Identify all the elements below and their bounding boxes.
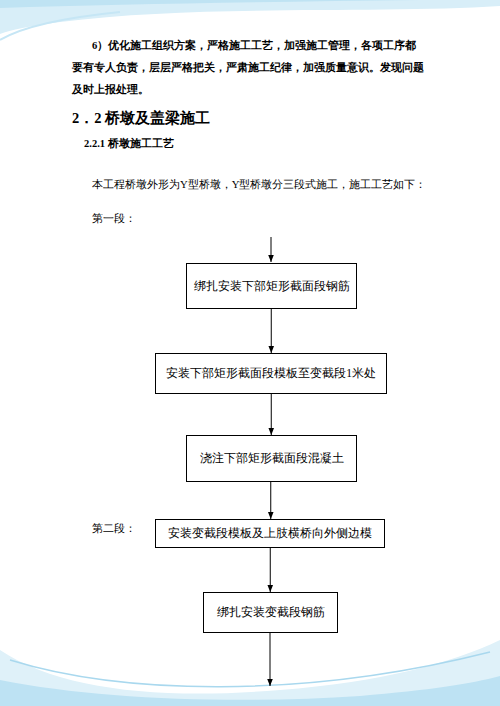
body-paragraph: 6）优化施工组织方案，严格施工工艺，加强施工管理，各项工序都要有专人负责，层层严… (72, 35, 424, 101)
process-box: 浇注下部矩形截面段混凝土 (186, 435, 357, 482)
flow-arrow (271, 394, 272, 435)
subsection-heading: 2.2.1 桥墩施工工艺 (84, 136, 384, 152)
box-text: 浇注下部矩形截面段混凝土 (200, 451, 344, 466)
intro-text: 本工程桥墩外形为Y型桥墩，Y型桥墩分三段式施工，施工工艺如下： (92, 175, 432, 193)
top-swoosh-line (0, 12, 120, 40)
process-box: 安装变截段模板及上肢横桥向外侧边模 (155, 519, 385, 548)
box-text: 绑扎安装变截段钢筋 (217, 605, 325, 620)
lead-arrow (271, 237, 272, 262)
box-text: 安装变截段模板及上肢横桥向外侧边模 (168, 526, 372, 541)
process-box: 绑扎安装下部矩形截面段钢筋 (186, 263, 357, 309)
process-box: 绑扎安装变截段钢筋 (203, 592, 338, 633)
stage-label: 第一段： (92, 209, 172, 227)
flow-arrow (271, 309, 272, 353)
flow-arrow (270, 482, 271, 519)
flow-arrow (270, 548, 271, 592)
process-box: 安装下部矩形截面段模板至变截段1米处 (155, 353, 387, 394)
box-text: 绑扎安装下部矩形截面段钢筋 (194, 279, 350, 294)
section-heading: 2．2 桥墩及盖梁施工 (72, 108, 372, 128)
trail-arrow (270, 633, 271, 686)
bottom-swoosh-line (10, 652, 490, 687)
bottom-swoosh (0, 640, 500, 706)
top-swoosh (0, 0, 420, 8)
box-text: 安装下部矩形截面段模板至变截段1米处 (166, 366, 376, 381)
bottom-swoosh (0, 676, 500, 706)
